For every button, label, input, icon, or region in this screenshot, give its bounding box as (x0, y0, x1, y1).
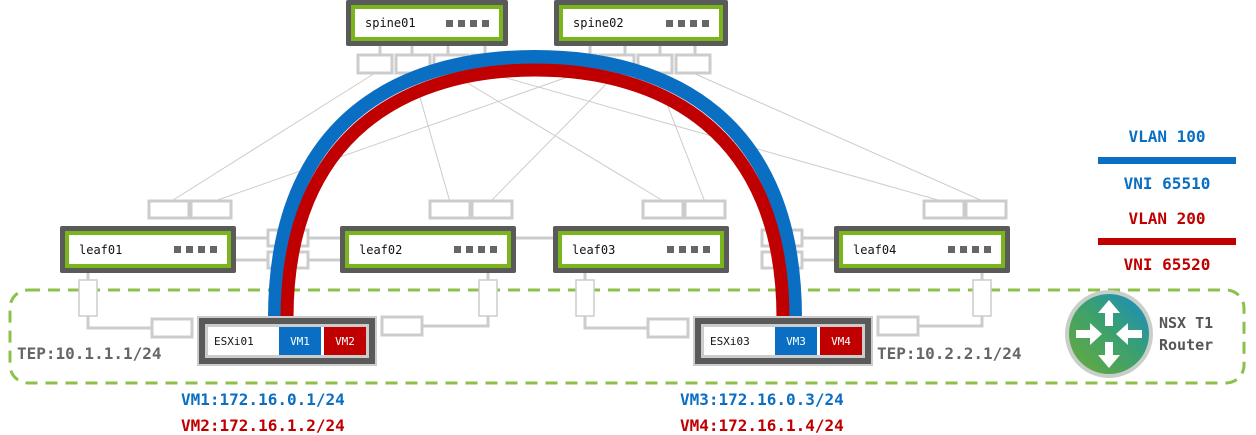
spine01-switch[interactable]: spine01 (346, 0, 508, 46)
switch-name: spine02 (573, 16, 624, 30)
legend-bar-vlan100 (1098, 157, 1236, 164)
nsx-router-label: NSX T1 Router (1159, 312, 1213, 356)
fabric-links (169, 72, 986, 203)
tep-label-esxi03: TEP:10.2.2.1/24 (877, 344, 1022, 363)
host-name: ESXi01 (214, 334, 254, 348)
vm2-badge[interactable]: VM2 (324, 327, 366, 355)
vlan200-overlay-arc (280, 63, 790, 319)
legend-vlan200-label: VLAN 200 (1128, 209, 1206, 228)
router-label-line2: Router (1159, 336, 1214, 354)
vm4-ip-label: VM4:172.16.1.4/24 (680, 416, 844, 435)
leaf03-switch[interactable]: leaf03 (553, 226, 729, 273)
leaf01-switch[interactable]: leaf01 (60, 226, 236, 273)
spine02-switch[interactable]: spine02 (554, 0, 728, 46)
leaf02-switch[interactable]: leaf02 (340, 226, 516, 273)
tep-label-esxi01: TEP:10.1.1.1/24 (17, 344, 162, 363)
vm2-ip-label: VM2:172.16.1.2/24 (181, 416, 345, 435)
switch-name: leaf02 (359, 242, 403, 257)
switch-name: spine01 (365, 16, 416, 30)
vm3-badge[interactable]: VM3 (775, 327, 817, 355)
router-label-line1: NSX T1 (1159, 314, 1214, 332)
host-name: ESXi03 (710, 334, 750, 348)
nsx-router-icon (1065, 290, 1153, 378)
leaf-uplink-ports (147, 199, 1008, 220)
esxi03-host[interactable]: ESXi03 VM3 VM4 (693, 316, 873, 366)
legend-vni65510-label: VNI 65510 (1123, 174, 1211, 193)
vm4-badge[interactable]: VM4 (820, 327, 862, 355)
transport-zone-boundary (8, 288, 1246, 385)
port-leds-icon (174, 246, 217, 253)
port-leds-icon (446, 19, 489, 27)
legend-bar-vlan200 (1098, 238, 1236, 245)
leaf-peer-links (234, 228, 836, 270)
legend-vni65520-label: VNI 65520 (1123, 255, 1211, 274)
switch-name: leaf03 (572, 242, 616, 257)
esxi01-host[interactable]: ESXi01 VM1 VM2 (197, 316, 377, 366)
switch-name: leaf01 (79, 242, 123, 257)
vlan100-overlay-arc (268, 49, 802, 319)
switch-name: leaf04 (853, 242, 897, 257)
port-leds-icon (948, 246, 991, 253)
port-leds-icon (666, 19, 709, 27)
vm1-ip-label: VM1:172.16.0.1/24 (181, 390, 345, 409)
vm1-badge[interactable]: VM1 (279, 327, 321, 355)
vm3-ip-label: VM3:172.16.0.3/24 (680, 390, 844, 409)
leaf04-switch[interactable]: leaf04 (834, 226, 1010, 273)
port-leds-icon (667, 246, 710, 253)
port-leds-icon (454, 246, 497, 253)
legend-vlan100-label: VLAN 100 (1128, 127, 1206, 146)
